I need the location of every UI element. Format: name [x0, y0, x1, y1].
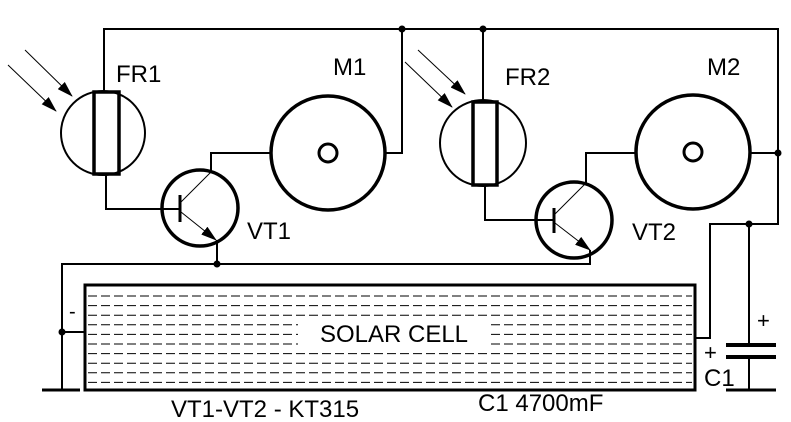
- label-minus: -: [69, 301, 76, 323]
- junction: [745, 220, 753, 228]
- transistor-vt2: [534, 180, 614, 260]
- motor-m2: [634, 93, 752, 211]
- light-arrow-icon: [404, 61, 453, 108]
- solar-cell: [83, 283, 697, 392]
- transistor-vt1: [160, 168, 240, 248]
- wire: [484, 185, 554, 221]
- wire-ground-rail: [61, 250, 591, 390]
- wire: [585, 152, 637, 183]
- label-m1: M1: [333, 54, 366, 81]
- wire: [210, 152, 272, 172]
- note-transistors: VT1-VT2 - KT315: [171, 396, 359, 422]
- light-arrow-icon: [24, 49, 73, 97]
- note-capacitor: C1 4700mF: [478, 390, 603, 417]
- capacitor-c1: [726, 224, 776, 392]
- label-m2: M2: [707, 54, 740, 81]
- label-cell-plus: +: [704, 340, 717, 365]
- label-vt2: VT2: [632, 219, 676, 246]
- wire-top-rail: [103, 28, 779, 339]
- wire: [105, 174, 180, 210]
- label-cap-plus: +: [757, 308, 770, 333]
- light-arrow-icon: [417, 49, 466, 95]
- light-arrow-icon: [7, 64, 57, 112]
- junction: [58, 328, 66, 336]
- wire: [385, 29, 403, 154]
- label-vt1: VT1: [247, 218, 291, 245]
- label-fr2: FR2: [505, 64, 550, 91]
- label-fr1: FR1: [116, 61, 161, 88]
- label-c1: C1: [704, 365, 735, 392]
- junction: [774, 149, 782, 157]
- label-solar-cell: SOLAR CELL: [320, 321, 468, 348]
- motor-m1: [269, 94, 387, 212]
